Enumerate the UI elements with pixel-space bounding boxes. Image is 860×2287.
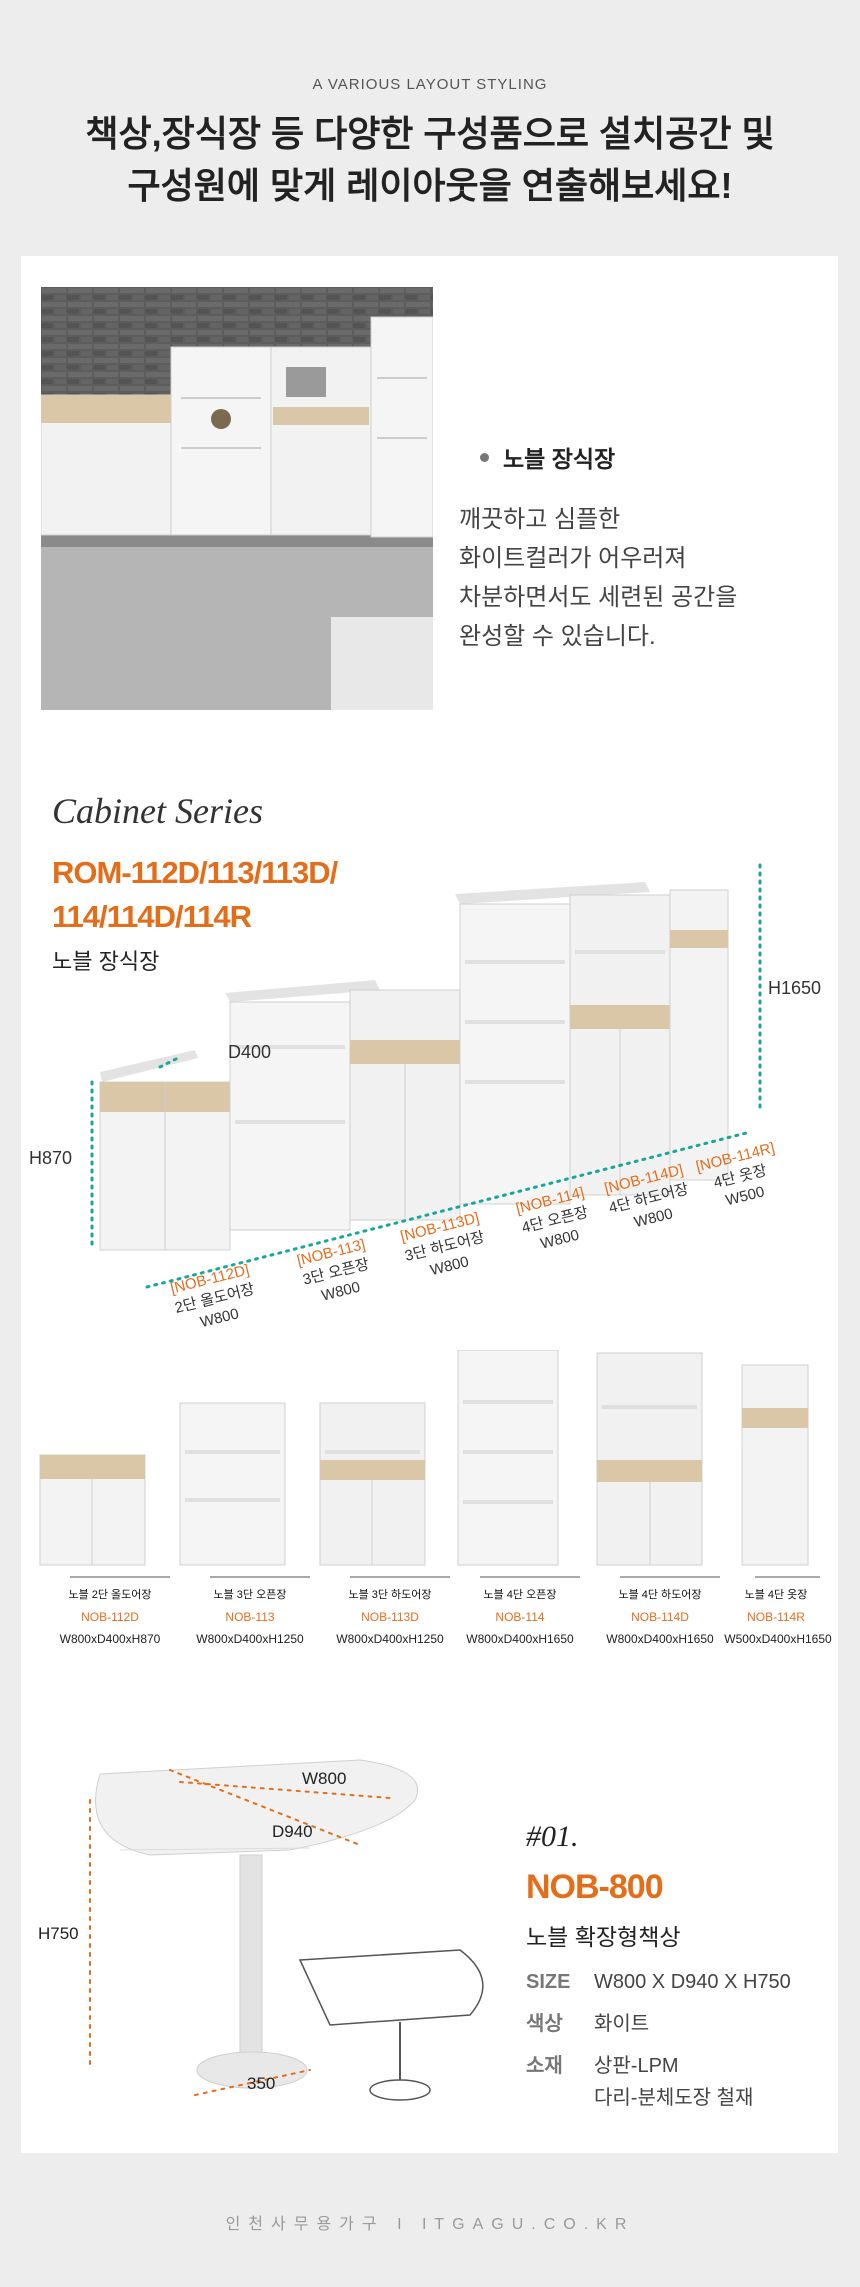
desc-line: 완성할 수 있습니다. <box>459 623 656 650</box>
desk-specs: SIZE W800 X D940 X H750 색상 화이트 소재 상판-LPM 다리… <box>526 1966 791 2114</box>
product-code: NOB-113 <box>225 1610 275 1624</box>
spec-value: 화이트 <box>594 2013 650 2035</box>
product-label: 노블 3단 하도어장 <box>348 1589 432 1601</box>
product-label: 노블 4단 하도어장 <box>618 1589 702 1601</box>
product-code: NOB-114D <box>631 1610 689 1624</box>
product-size: W500xD400xH1650 <box>724 1632 832 1646</box>
headline: 책상,장식장 등 다양한 구성품으로 설치공간 및 구성원에 맞게 레이아웃을 … <box>0 108 860 212</box>
product-code: NOB-114 <box>495 1610 545 1624</box>
desk-number: #01. <box>526 1820 579 1853</box>
desc-line: 화이트컬러가 어우러져 <box>459 545 687 572</box>
spec-label: SIZE <box>526 1971 571 1993</box>
models-line: 114/114D/114R <box>52 899 252 934</box>
product-label: 노블 3단 오픈장 <box>213 1589 287 1601</box>
dimension-h-right: H1650 <box>768 978 822 998</box>
product-code: NOB-114R <box>747 1610 805 1624</box>
product-size: W800xD400xH1250 <box>336 1632 444 1646</box>
spec-row: 색상 화이트 <box>526 2008 791 2040</box>
desk-dimension-d: D940 <box>272 1822 313 1841</box>
dimension-h-left: H870 <box>29 1148 73 1168</box>
spec-label: 색상 <box>526 2013 563 2035</box>
layout-subtitle: A VARIOUS LAYOUT STYLING <box>312 76 548 93</box>
product-code: NOB-112D <box>81 1610 139 1624</box>
spec-row: 소재 상판-LPM <box>526 2050 791 2082</box>
desk-illustration <box>89 1759 484 2101</box>
series-title: Cabinet Series <box>52 791 263 831</box>
spec-label: 소재 <box>526 2055 563 2077</box>
cabinet-lineup-illustration <box>90 863 762 1289</box>
spec-value: W800 X D940 X H750 <box>594 1971 791 1993</box>
desk-model: NOB-800 <box>526 1868 664 1906</box>
bullet-dot-icon <box>480 452 489 462</box>
product-code: NOB-113D <box>361 1610 419 1624</box>
cabinet-room-photo <box>41 287 433 710</box>
product-size: W800xD400xH870 <box>59 1632 161 1646</box>
product-size: W800xD400xH1650 <box>466 1632 574 1646</box>
spec-row-continued: 다리-분체도장 철재 <box>526 2082 791 2114</box>
dimension-depth: D400 <box>228 1042 272 1062</box>
product-size: W800xD400xH1650 <box>606 1632 714 1646</box>
headline-line2: 구성원에 맞게 레이아웃을 연출해보세요! <box>127 165 733 206</box>
desc-line: 깨끗하고 심플한 <box>459 506 621 533</box>
series-models: ROM-112D/113/113D/ 114/114D/114R <box>52 851 338 939</box>
desk-dimension-h: H750 <box>38 1924 79 1943</box>
models-line: ROM-112D/113/113D/ <box>52 855 338 890</box>
desc-line: 차분하면서도 세련된 공간을 <box>459 584 738 611</box>
desk-dimension-w: W800 <box>302 1769 347 1788</box>
series-name: 노블 장식장 <box>52 949 160 974</box>
spec-value: 상판-LPM <box>594 2055 679 2077</box>
product-label: 노블 4단 오픈장 <box>483 1589 557 1601</box>
desk-name: 노블 확장형책상 <box>526 1924 681 1950</box>
product-lineup <box>39 1350 820 1578</box>
spec-value: 다리-분체도장 철재 <box>594 2087 754 2109</box>
desk-dimension-base: 350 <box>247 2074 276 2093</box>
product-label: 노블 2단 올도어장 <box>68 1589 152 1601</box>
showcase-description: 깨끗하고 심플한 화이트컬러가 어우러져 차분하면서도 세련된 공간을 완성할 … <box>459 500 737 656</box>
showcase-title: 노블 장식장 <box>503 446 616 472</box>
product-label: 노블 4단 옷장 <box>744 1589 808 1601</box>
product-size: W800xD400xH1250 <box>196 1632 304 1646</box>
showcase-title-row: 노블 장식장 <box>480 440 615 474</box>
spec-row: SIZE W800 X D940 X H750 <box>526 1966 791 1998</box>
headline-line1: 책상,장식장 등 다양한 구성품으로 설치공간 및 <box>85 113 775 154</box>
footer: 인천사무용가구 I ITGAGU.CO.KR <box>225 2216 635 2233</box>
